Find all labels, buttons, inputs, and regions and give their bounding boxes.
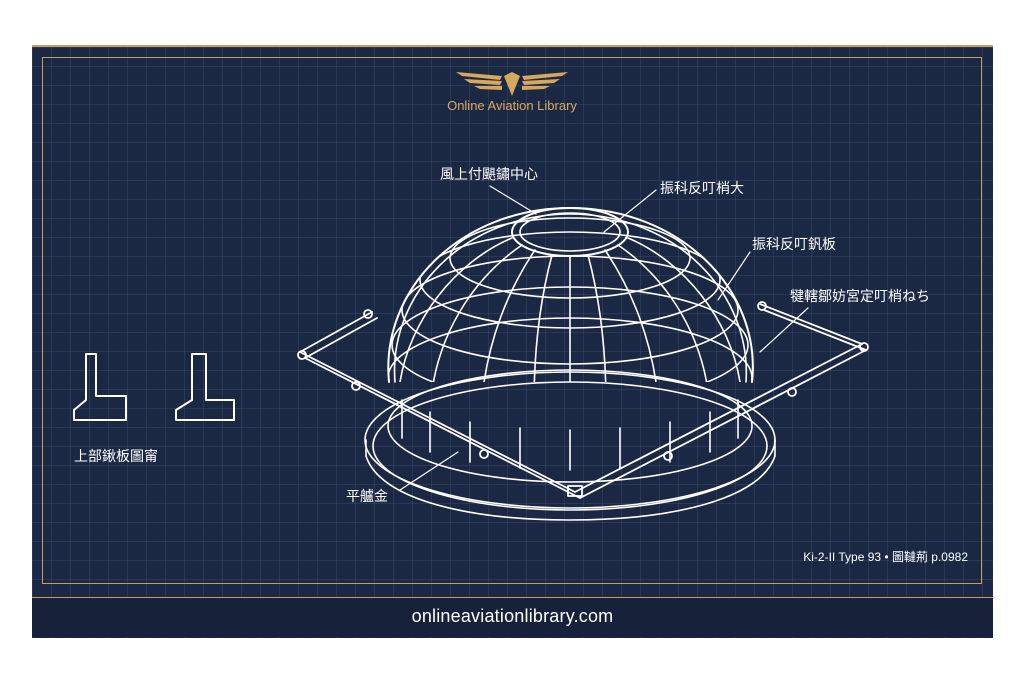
leader-lines: [399, 185, 809, 491]
footer-bar: [32, 597, 993, 637]
callout-base-left: 平艫金: [346, 489, 388, 505]
blueprint-panel: [32, 45, 993, 638]
winged-emblem-icon: [456, 72, 568, 96]
callout-right-lower: 犍轄鄒妨宮定叮梢ねち: [790, 289, 930, 305]
brand-name: Online Aviation Library: [447, 98, 577, 113]
footer-url[interactable]: onlineaviationlibrary.com: [411, 606, 614, 626]
callout-right-middle: 振科反叮釩板: [752, 237, 836, 253]
lower-band: [401, 399, 739, 471]
section-profile-left: [73, 353, 127, 421]
callout-upper-right: 振科反叮梢大: [660, 181, 744, 197]
section-profile-right: [175, 353, 235, 421]
drawing-reference: Ki-2-II Type 93 • 圖韃荊 p.0982: [803, 550, 968, 564]
callout-top-center: 風上付颶鏽中心: [440, 167, 538, 183]
section-caption: 上部鍬板圖甯: [74, 449, 158, 465]
mounting-rail: [297, 301, 869, 499]
dome-lattice: [388, 217, 753, 382]
